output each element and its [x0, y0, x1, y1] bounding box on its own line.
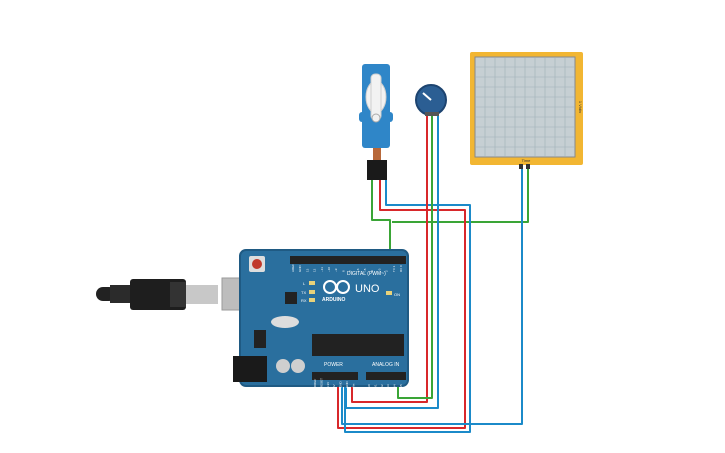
pin-label-digital_pins-11: 4 — [370, 270, 374, 272]
pin-label-digital_pins-12: ~3 — [377, 268, 381, 272]
arduino-board[interactable]: ARDUINO UNO ON L TX RX DIGITAL (PWM~) PO… — [233, 249, 409, 388]
led-tx — [309, 290, 315, 294]
pin-label-digital_pins-6: ~9 — [334, 268, 338, 272]
pin-label-digital_pins-7: 8 — [341, 270, 345, 272]
pin-label-power_pins-1: RESET — [319, 378, 323, 388]
pin-label-power_pins-3: 5V — [332, 384, 336, 388]
analog-label: ANALOG IN — [372, 362, 400, 368]
pin-label-digital_pins-13: 2 — [385, 270, 389, 272]
power-label: POWER — [324, 362, 343, 368]
voltage-regulator — [254, 330, 266, 348]
analog-header — [366, 372, 406, 380]
wire-pot-green[interactable] — [397, 112, 433, 399]
brand-text: ARDUINO — [322, 297, 345, 303]
pin-label-power_pins-6: Vin — [351, 383, 355, 388]
pin-label-power_pins-4: GND — [339, 381, 343, 389]
pin-label-digital_pins-4: ~11 — [320, 267, 324, 272]
pin-label-digital_pins-0: AREF — [291, 264, 295, 272]
pin-label-analog_pins-1: A1 — [373, 384, 377, 388]
scope-side-label: 1 V/div — [578, 101, 583, 113]
wire-pot-red[interactable] — [351, 112, 428, 403]
capacitor-1 — [276, 359, 290, 373]
wire-scope-green[interactable] — [392, 168, 529, 223]
model-text: UNO — [355, 283, 380, 295]
wire-servo-red[interactable] — [337, 180, 466, 429]
pin-label-analog_pins-0: A0 — [367, 384, 371, 388]
scope-grid — [475, 57, 575, 157]
pin-label-digital_pins-1: GND — [298, 265, 302, 273]
potentiometer-icon[interactable] — [415, 84, 447, 116]
pin-label-digital_pins-9: ~6 — [356, 268, 360, 272]
power-jack[interactable] — [233, 356, 267, 382]
servo-icon[interactable] — [359, 64, 393, 180]
pin-label-digital_pins-8: 7 — [349, 270, 353, 272]
reset-button-cap[interactable] — [252, 259, 262, 269]
atmega-chip — [312, 334, 404, 356]
usb-cable-icon[interactable] — [96, 277, 265, 311]
power-header — [312, 372, 358, 380]
led-l — [309, 281, 315, 285]
digital-label: DIGITAL (PWM~) — [347, 271, 386, 277]
tx-label: TX — [301, 290, 306, 295]
pin-label-power_pins-2: 3.3V — [326, 382, 330, 388]
wire-servo-signal-green[interactable] — [371, 180, 391, 256]
pin-label-digital_pins-5: ~10 — [327, 267, 331, 272]
wire-pot-blue[interactable] — [345, 112, 439, 409]
pin-label-digital_pins-10: ~5 — [363, 268, 367, 272]
pin-label-digital_pins-14: TX 1 — [392, 265, 396, 272]
pin-label-digital_pins-2: 13 — [305, 268, 309, 272]
rx-label: RX — [301, 298, 307, 303]
scope-bottom-label: Time — [522, 158, 532, 163]
crystal — [271, 316, 299, 328]
arduino-logo-icon — [323, 280, 350, 294]
wires — [337, 112, 529, 433]
on-label: ON — [394, 292, 400, 297]
wire-scope-blue[interactable] — [341, 168, 523, 425]
pin-label-power_pins-0: IOREF — [313, 379, 317, 388]
pin-label-analog_pins-3: A3 — [386, 384, 390, 388]
capacitor-2 — [291, 359, 305, 373]
pin-label-analog_pins-4: A4 — [393, 384, 397, 388]
led-rx — [309, 298, 315, 302]
led-on — [386, 291, 392, 295]
oscilloscope-icon[interactable]: 1 V/div Time — [470, 52, 583, 169]
scope-terminal-2[interactable] — [526, 164, 530, 169]
l-label: L — [303, 281, 306, 286]
pin-label-analog_pins-5: A5 — [399, 384, 403, 388]
servo-connector[interactable] — [367, 160, 387, 180]
pin-label-digital_pins-15: RX 0 — [399, 265, 403, 272]
digital-header — [290, 256, 406, 264]
usb-chip — [285, 292, 297, 304]
pin-label-analog_pins-2: A2 — [380, 384, 384, 388]
pin-label-digital_pins-3: 12 — [313, 268, 317, 272]
pin-label-power_pins-5: GND — [345, 381, 349, 389]
scope-terminal-1[interactable] — [519, 164, 523, 169]
